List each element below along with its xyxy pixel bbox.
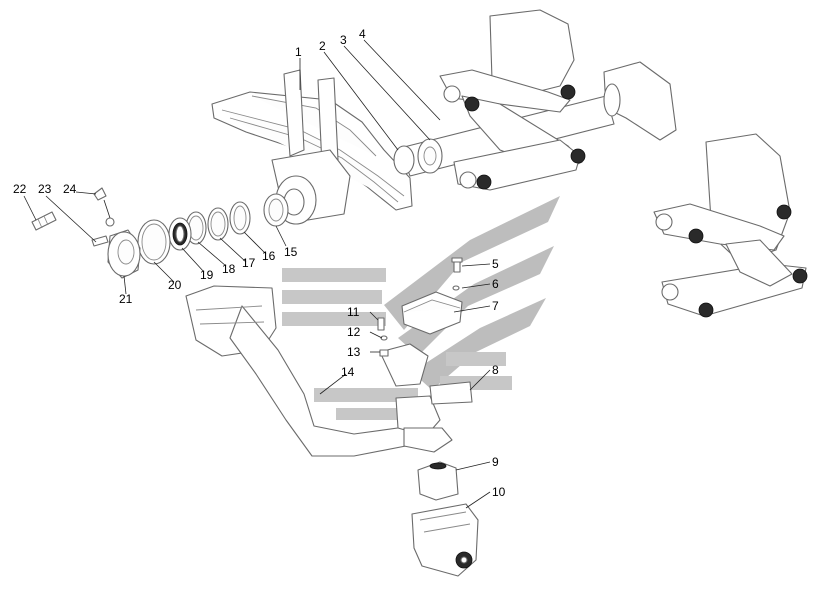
- ring-stack: [137, 193, 289, 265]
- adapter: [91, 235, 109, 247]
- callout-15: 15: [284, 245, 298, 259]
- callout-1: 1: [295, 45, 302, 59]
- bolt-11: [377, 317, 385, 331]
- callout-17: 17: [242, 256, 256, 270]
- callout-3: 3: [340, 33, 347, 47]
- bolt-5: [451, 257, 463, 273]
- breather-plug: [31, 211, 57, 231]
- callout-4: 4: [359, 27, 366, 41]
- leader-lines: [23, 39, 491, 509]
- callout-labels: 1 2 3 4 5 6 7 8 9 10 11 12 13 14 15 16 1…: [13, 27, 506, 499]
- nut-13: [379, 349, 389, 357]
- reaction-rod-assembly-right: [653, 133, 808, 318]
- callout-8: 8: [492, 363, 499, 377]
- rubber-buffer: [417, 461, 459, 501]
- hub-cap: [107, 229, 141, 279]
- callout-7: 7: [492, 299, 499, 313]
- callout-6: 6: [492, 277, 499, 291]
- callout-10: 10: [492, 485, 506, 499]
- rubber-pad-8: [429, 381, 473, 405]
- washer-6: [452, 285, 460, 291]
- callout-21: 21: [119, 292, 133, 306]
- callout-22: 22: [13, 182, 27, 196]
- callout-13: 13: [347, 345, 361, 359]
- callout-2: 2: [319, 39, 326, 53]
- callout-9: 9: [492, 455, 499, 469]
- callout-5: 5: [492, 257, 499, 271]
- callout-20: 20: [168, 278, 182, 292]
- callout-24: 24: [63, 182, 77, 196]
- bracket: [411, 503, 479, 577]
- callout-19: 19: [200, 268, 214, 282]
- bump-stop-cover: [401, 291, 463, 335]
- callout-12: 12: [347, 325, 361, 339]
- callout-23: 23: [38, 182, 52, 196]
- leaf-spring-pack: [211, 69, 413, 225]
- callout-16: 16: [262, 249, 276, 263]
- frame-bracket: [185, 285, 453, 457]
- callout-14: 14: [341, 365, 355, 379]
- callout-18: 18: [222, 262, 236, 276]
- washer-12: [380, 335, 388, 341]
- cap: [93, 187, 115, 227]
- reaction-rod-assembly: [439, 9, 677, 191]
- callout-11: 11: [347, 305, 360, 319]
